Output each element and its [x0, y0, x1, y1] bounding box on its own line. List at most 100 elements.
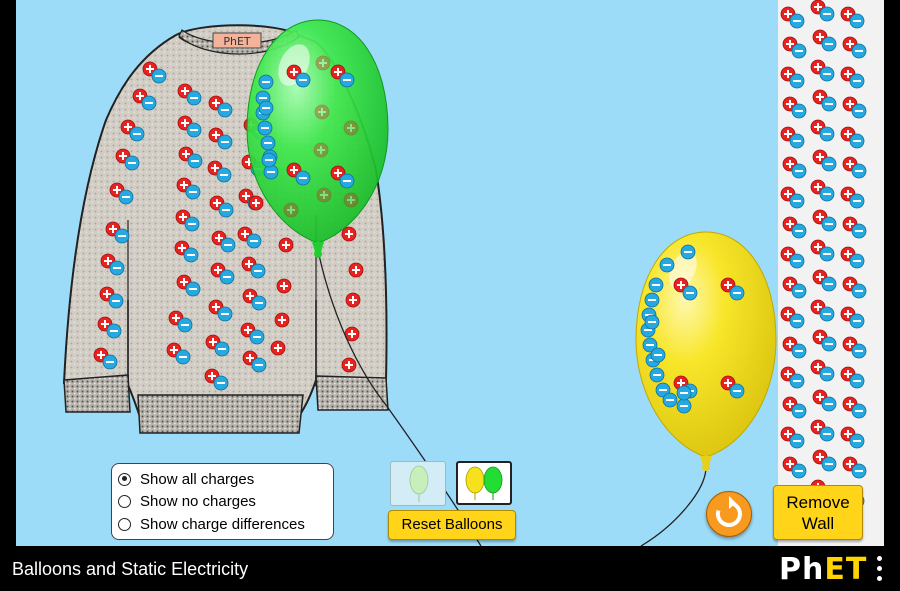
negative-charge: [819, 426, 835, 442]
negative-charge: [851, 403, 867, 419]
positive-charge: [274, 312, 290, 328]
negative-charge: [650, 347, 666, 363]
phet-menu-button[interactable]: [872, 556, 886, 586]
negative-charge: [676, 398, 692, 414]
positive-charge: [316, 187, 332, 203]
green-balloon-charges: [255, 55, 359, 218]
negative-charge: [682, 285, 698, 301]
negative-charge: [261, 152, 277, 168]
negative-charge: [851, 43, 867, 59]
negative-charge: [851, 463, 867, 479]
phet-logo-ph: Ph: [779, 552, 825, 587]
negative-charge: [849, 193, 865, 209]
reset-arrow-icon: [715, 496, 742, 527]
wall: [778, 0, 884, 546]
positive-charge: [314, 104, 330, 120]
negative-charge: [124, 155, 140, 171]
negative-charge: [680, 244, 696, 260]
negative-charge: [214, 341, 230, 357]
reset-all-button[interactable]: [706, 491, 752, 537]
remove-wall-label-line1: Remove: [786, 492, 850, 512]
negative-charge: [185, 281, 201, 297]
positive-charge: [341, 357, 357, 373]
sweater-tag-label: PhET: [223, 35, 251, 48]
negative-charge: [251, 357, 267, 373]
reset-balloons-button[interactable]: Reset Balloons: [388, 510, 516, 540]
radio-show-charge-differences[interactable]: [118, 517, 131, 531]
single-balloon-icon: [409, 465, 429, 502]
negative-charge: [106, 323, 122, 339]
negative-charge: [821, 456, 837, 472]
yellow-balloon[interactable]: [635, 231, 777, 471]
negative-charge: [791, 343, 807, 359]
negative-charge: [819, 6, 835, 22]
negative-charge: [246, 233, 262, 249]
negative-charge: [114, 228, 130, 244]
positive-charge: [278, 237, 294, 253]
negative-charge: [791, 283, 807, 299]
two-balloons-button[interactable]: [456, 461, 512, 505]
positive-charge: [341, 226, 357, 242]
show-all-charges-option[interactable]: Show all charges: [118, 469, 254, 489]
negative-charge: [849, 73, 865, 89]
positive-charge: [348, 262, 364, 278]
negative-charge: [821, 36, 837, 52]
negative-charge: [849, 433, 865, 449]
navigation-bar: [0, 546, 900, 591]
negative-charge: [819, 66, 835, 82]
phet-logo-et: ET: [824, 552, 868, 587]
positive-charge: [343, 120, 359, 136]
charge-display-panel: Show all charges Show no charges Show ch…: [111, 463, 334, 540]
phet-logo[interactable]: PhET: [779, 552, 867, 587]
negative-charge: [821, 156, 837, 172]
negative-charge: [151, 68, 167, 84]
negative-charge: [129, 126, 145, 142]
negative-charge: [185, 184, 201, 200]
green-balloon[interactable]: [246, 19, 389, 258]
negative-charge: [186, 90, 202, 106]
play-area: PhET: [16, 0, 884, 546]
negative-charge: [662, 392, 678, 408]
positive-charge: [270, 340, 286, 356]
negative-charge: [789, 73, 805, 89]
sweater-tag: [212, 32, 262, 49]
negative-charge: [118, 189, 134, 205]
negative-charge: [249, 329, 265, 345]
negative-charge: [295, 170, 311, 186]
negative-charge: [295, 72, 311, 88]
negative-charge: [258, 100, 274, 116]
radio-show-all-charges[interactable]: [118, 472, 131, 486]
two-balloons-icon: [465, 466, 503, 500]
negative-charge: [849, 373, 865, 389]
negative-charge: [791, 403, 807, 419]
show-charge-differences-option[interactable]: Show charge differences: [118, 514, 305, 534]
negative-charge: [851, 343, 867, 359]
scene: PhET: [62, 0, 884, 546]
negative-charge: [791, 223, 807, 239]
show-no-charges-option[interactable]: Show no charges: [118, 491, 256, 511]
show-all-charges-label: Show all charges: [140, 470, 255, 488]
negative-charge: [251, 295, 267, 311]
one-balloon-button[interactable]: [390, 461, 446, 506]
negative-charge: [851, 283, 867, 299]
negative-charge: [339, 173, 355, 189]
positive-charge: [343, 192, 359, 208]
negative-charge: [175, 349, 191, 365]
negative-charge: [851, 223, 867, 239]
negative-charge: [220, 237, 236, 253]
negative-charge: [217, 102, 233, 118]
negative-charge: [141, 95, 157, 111]
negative-charge: [789, 373, 805, 389]
negative-charge: [851, 163, 867, 179]
negative-charge: [819, 306, 835, 322]
negative-charge: [109, 260, 125, 276]
radio-show-no-charges[interactable]: [118, 494, 131, 508]
negative-charge: [187, 153, 203, 169]
show-no-charges-label: Show no charges: [140, 492, 256, 510]
negative-charge: [849, 13, 865, 29]
positive-charge: [276, 278, 292, 294]
yellow-balloon-charges: [640, 244, 745, 414]
negative-charge: [821, 96, 837, 112]
negative-charge: [819, 126, 835, 142]
